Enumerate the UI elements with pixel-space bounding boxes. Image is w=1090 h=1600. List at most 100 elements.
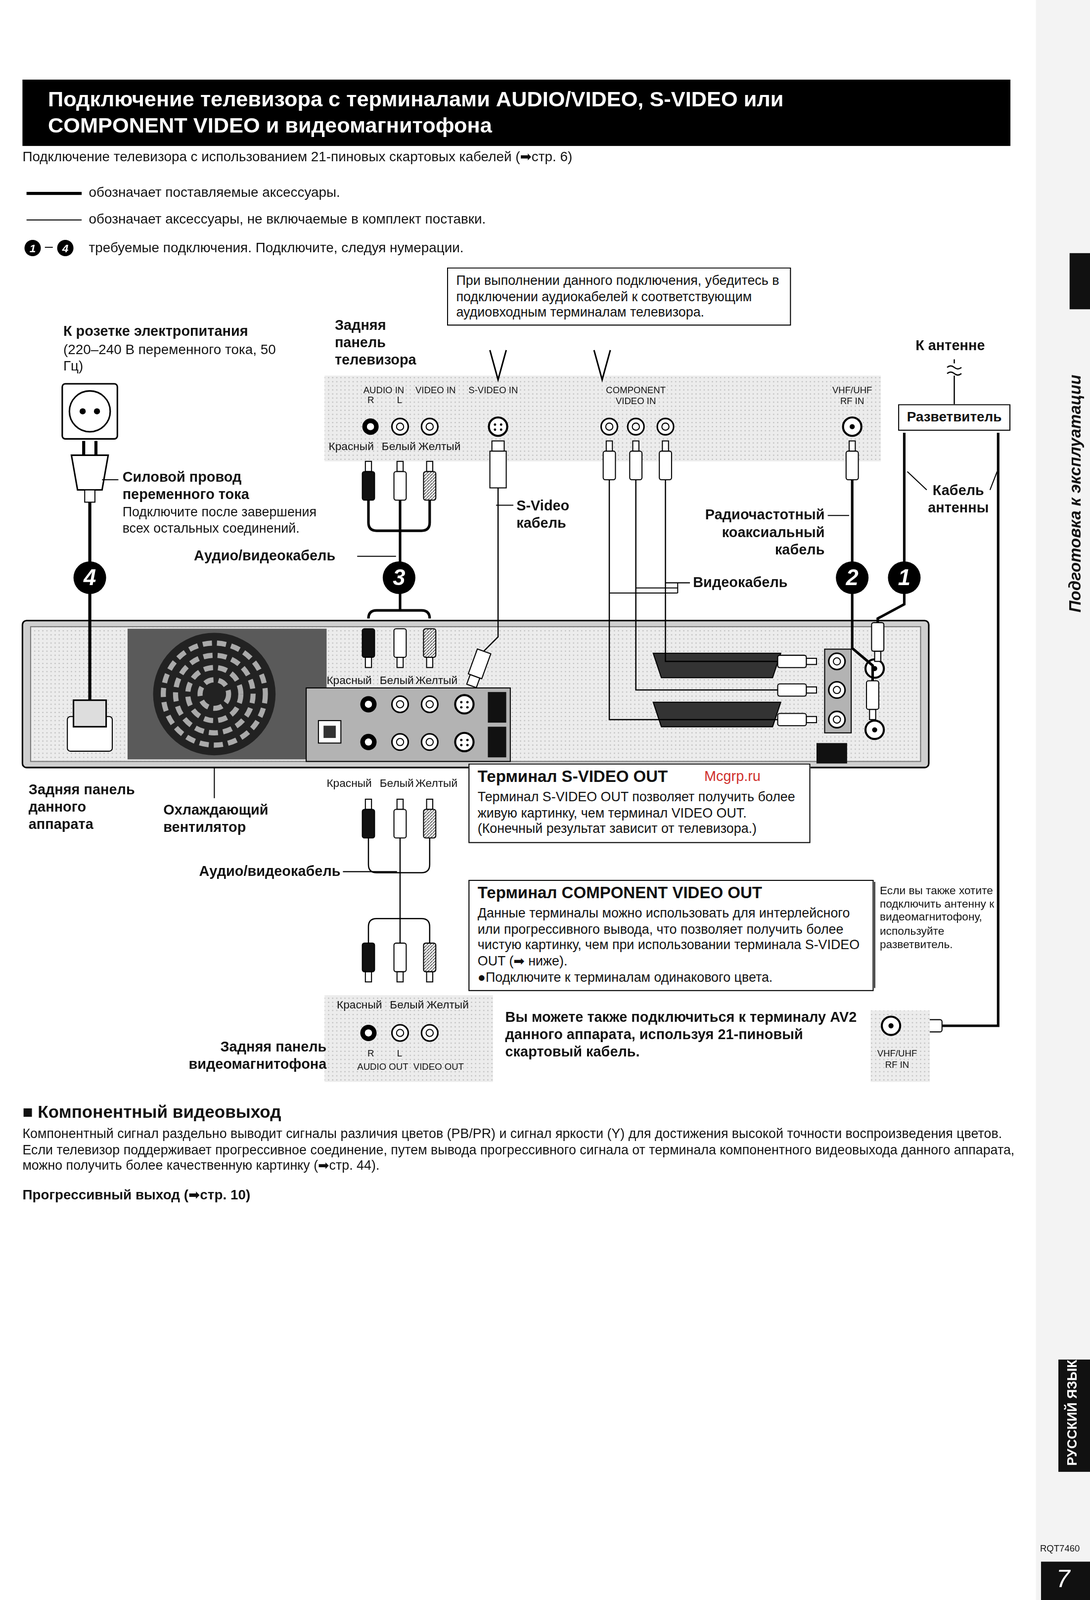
unit-rear-panel bbox=[871, 726, 877, 732]
component-video-cable bbox=[659, 441, 672, 480]
annotation: К розетке электропитания bbox=[63, 322, 249, 340]
unit-rear-panel bbox=[828, 681, 846, 699]
legend-entry: обозначает поставляемые аксессуары. bbox=[26, 184, 341, 202]
note-box: При выполнении данного подключения, убед… bbox=[447, 267, 791, 326]
annotation: Кабель антенны bbox=[920, 481, 997, 516]
unit-rear-panel bbox=[454, 732, 474, 752]
annotation: Красный bbox=[326, 776, 372, 790]
unit-rear-panel bbox=[199, 679, 229, 709]
tv-rear-panel bbox=[324, 375, 881, 461]
audio-video-cable bbox=[394, 461, 407, 500]
unit-rear-panel bbox=[22, 620, 929, 768]
antenna-wiring bbox=[947, 359, 962, 405]
legend-sample bbox=[26, 219, 82, 221]
unit-rear-panel bbox=[127, 628, 327, 760]
power-cord bbox=[84, 490, 95, 503]
vcr-rear-panel bbox=[888, 1023, 894, 1029]
callout-pointer bbox=[490, 350, 611, 380]
unit-rear-panel bbox=[824, 649, 852, 733]
antenna-wiring bbox=[942, 432, 999, 1026]
unit-rear-panel bbox=[828, 711, 846, 728]
power-cord bbox=[73, 700, 107, 727]
callout-number: 4 bbox=[57, 239, 74, 257]
leader-line bbox=[609, 582, 690, 593]
annotation: Задняя панель телевизора bbox=[334, 316, 432, 368]
annotation: Подключение телевизора с использованием … bbox=[22, 148, 573, 166]
callout-number: 3 bbox=[382, 561, 416, 594]
vcr-rear-panel bbox=[391, 1024, 409, 1042]
s-video-cable bbox=[483, 487, 499, 651]
annotation: AUDIO IN bbox=[363, 384, 405, 396]
watermark: Mcgrp.ru bbox=[704, 767, 761, 785]
s-video-cable bbox=[468, 648, 492, 679]
vcr-audio-video-cable bbox=[423, 799, 436, 838]
antenna-wiring bbox=[877, 432, 905, 623]
leader-line bbox=[496, 504, 514, 506]
rf-coaxial-cable bbox=[866, 680, 879, 720]
annotation: Аудио/видеокабель bbox=[193, 546, 336, 565]
vcr-audio-video-cable bbox=[362, 799, 437, 982]
annotation: Белый bbox=[381, 439, 416, 454]
annotation: Желтый bbox=[418, 439, 461, 454]
annotation: Белый bbox=[389, 998, 424, 1012]
annotation: R bbox=[367, 395, 374, 407]
annotation: VHF/UHF RF IN bbox=[871, 1047, 923, 1071]
tv-rear-panel bbox=[601, 418, 618, 435]
callout-pointer bbox=[490, 350, 507, 380]
annotation: Желтый bbox=[415, 673, 458, 687]
tv-rear-panel bbox=[849, 423, 855, 429]
power-cord bbox=[93, 408, 100, 414]
unit-rear-panel bbox=[187, 667, 241, 721]
component-video-cable bbox=[603, 441, 616, 480]
audio-video-cable bbox=[362, 461, 375, 500]
tv-rear-panel bbox=[362, 418, 379, 435]
power-cord bbox=[71, 454, 108, 490]
unit-rear-panel bbox=[487, 726, 506, 758]
annotation: Охлаждающий вентилятор bbox=[163, 801, 278, 836]
leader-line bbox=[342, 870, 397, 872]
unit-rear-panel bbox=[391, 695, 409, 713]
audio-video-cable bbox=[394, 628, 407, 668]
callout-pointer bbox=[593, 350, 611, 380]
vcr-rear-panel bbox=[324, 995, 494, 1082]
power-cord bbox=[69, 390, 111, 432]
annotation: L bbox=[397, 395, 403, 407]
rf-coaxial-cable bbox=[846, 441, 859, 480]
annotation: AUDIO OUT bbox=[357, 1061, 409, 1073]
vcr-audio-video-cable bbox=[362, 943, 375, 982]
annotation: VIDEO IN bbox=[415, 384, 456, 396]
unit-rear-panel bbox=[391, 733, 409, 751]
side-strip bbox=[1069, 253, 1090, 310]
component-video-cable bbox=[777, 683, 817, 697]
unit-rear-panel bbox=[653, 702, 781, 727]
power-cord bbox=[62, 383, 118, 439]
legend-text: обозначает аксессуары, не включаемые в к… bbox=[89, 211, 487, 227]
page-number: 7 bbox=[1056, 1564, 1071, 1594]
unit-rear-panel bbox=[653, 653, 781, 679]
callout-number: 1 bbox=[887, 561, 921, 594]
tv-rear-panel bbox=[421, 418, 438, 435]
callout-number: 1 bbox=[24, 239, 42, 257]
box-text: Данные терминалы можно использовать для … bbox=[477, 905, 865, 970]
unit-rear-panel bbox=[175, 655, 254, 733]
unit-rear-panel bbox=[163, 642, 266, 745]
tv-rear-panel bbox=[324, 375, 881, 461]
title-band bbox=[22, 79, 1011, 146]
component-video-cable bbox=[629, 441, 642, 480]
unit-rear-panel bbox=[360, 733, 377, 751]
audio-video-cable bbox=[368, 499, 430, 619]
tv-rear-panel bbox=[657, 418, 674, 435]
audio-video-cable bbox=[423, 628, 436, 668]
vcr-audio-video-cable bbox=[394, 943, 407, 982]
vcr-audio-video-cable bbox=[394, 799, 407, 838]
annotation: Желтый bbox=[426, 998, 469, 1012]
unit-rear-panel bbox=[360, 695, 377, 713]
box-text: ●Подключите к терминалам одинакового цве… bbox=[477, 969, 865, 986]
vcr-rear-panel bbox=[421, 1024, 438, 1042]
audio-video-cable bbox=[362, 461, 437, 668]
paragraph: Компонентный сигнал раздельно выводит си… bbox=[22, 1125, 1018, 1174]
s-video-cable bbox=[490, 451, 507, 488]
annotation: VHF/UHF RF IN bbox=[826, 384, 878, 408]
unit-rear-panel bbox=[318, 720, 341, 743]
